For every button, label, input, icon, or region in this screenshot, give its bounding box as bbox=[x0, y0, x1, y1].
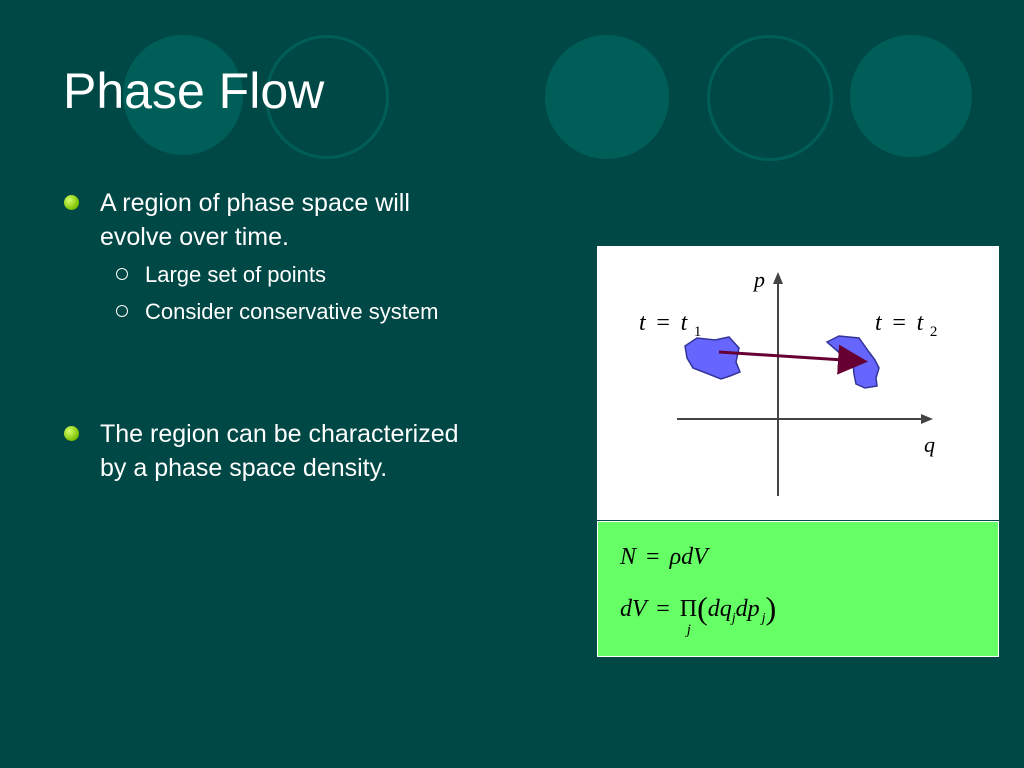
eq1-rho: ρ bbox=[669, 544, 682, 570]
hollow-circle-bullet-icon bbox=[116, 268, 128, 280]
subitem-2-text: Consider conservative system bbox=[145, 299, 439, 324]
eq2-prod-symbol: Π bbox=[679, 596, 698, 622]
hollow-circle-bullet-icon bbox=[116, 305, 128, 317]
eq1-rhs: dV bbox=[681, 544, 708, 570]
eq2-prod-sub: j bbox=[686, 622, 691, 638]
bullet-2: The region can be characterized by a pha… bbox=[64, 417, 480, 485]
decor-ring-2 bbox=[707, 35, 833, 161]
axis-p-label: p bbox=[752, 267, 765, 292]
phase-space-diagram: p q t = t 1 t = t 2 bbox=[639, 267, 937, 496]
bullet-1-text: A region of phase space will evolve over… bbox=[100, 189, 410, 251]
flow-arrow bbox=[718, 344, 868, 375]
q-axis-arrow-icon bbox=[921, 414, 933, 424]
eq2-sub1: j bbox=[731, 610, 736, 626]
slide-title: Phase Flow bbox=[63, 63, 325, 119]
eq2-open-paren: ( bbox=[697, 590, 708, 626]
eq2-dp: dp bbox=[735, 596, 760, 622]
region-t1 bbox=[684, 336, 741, 380]
decor-circle-3 bbox=[850, 35, 972, 157]
label-t1: t = t 1 bbox=[639, 309, 701, 340]
eq2-product: Π j bbox=[679, 596, 698, 638]
eq1-equals: = bbox=[646, 544, 660, 570]
bullet-dot-icon bbox=[64, 195, 79, 210]
decor-circle-1 bbox=[123, 35, 243, 155]
bullet-dot-icon bbox=[64, 426, 79, 441]
decor-circle-2 bbox=[545, 35, 669, 159]
bullet-2-text: The region can be characterized by a pha… bbox=[100, 420, 459, 482]
p-axis-arrow-icon bbox=[773, 272, 783, 284]
bullet-1: A region of phase space will evolve over… bbox=[64, 186, 480, 254]
eq2-close-paren: ) bbox=[765, 590, 777, 626]
label-t2: t = t 2 bbox=[875, 309, 937, 340]
decor-ring-1 bbox=[265, 35, 389, 159]
eq2-equals: = bbox=[656, 596, 670, 622]
eq1-lhs: N bbox=[620, 544, 637, 570]
subitem-2: Consider conservative system bbox=[116, 297, 439, 327]
subitem-1: Large set of points bbox=[116, 260, 327, 290]
equation-line-1: N = ρdV bbox=[620, 544, 708, 571]
phase-space-figure: p q t = t 1 t = t 2 bbox=[597, 246, 999, 520]
eq2-lhs: dV bbox=[620, 596, 647, 622]
eq2-dq: dq bbox=[707, 596, 732, 622]
subitem-1-text: Large set of points bbox=[145, 262, 327, 287]
axis-q-label: q bbox=[924, 432, 935, 457]
eq2-sub2: j bbox=[761, 610, 766, 626]
